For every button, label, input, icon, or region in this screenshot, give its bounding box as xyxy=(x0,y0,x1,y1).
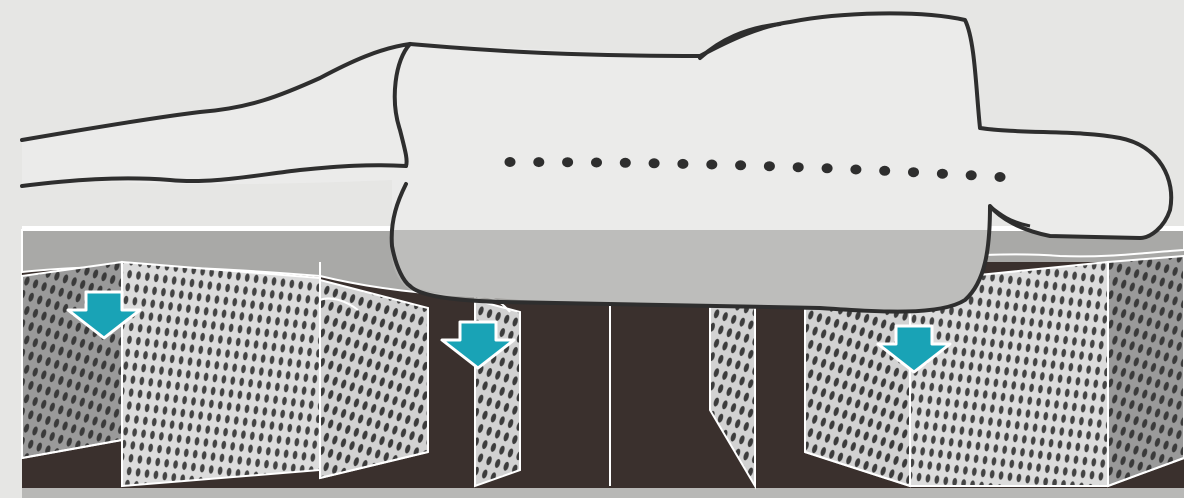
mesh-panel xyxy=(122,262,320,486)
spine-dot xyxy=(966,170,977,180)
spine-dot xyxy=(649,158,660,168)
spine-dot xyxy=(677,159,688,169)
spine-dot xyxy=(850,165,861,175)
spine-dot xyxy=(620,158,631,168)
spine-dot xyxy=(591,158,602,168)
spine-dot xyxy=(879,166,890,176)
spine-dot xyxy=(764,161,775,171)
spine-dot xyxy=(908,167,919,177)
spine-dot xyxy=(562,157,573,167)
spine-dot xyxy=(505,157,516,167)
spine-dot xyxy=(793,162,804,172)
spine-dot xyxy=(735,160,746,170)
spine-dot xyxy=(995,172,1006,182)
mattress-base xyxy=(22,488,1184,498)
spine-dot xyxy=(533,157,544,167)
spine-dot xyxy=(822,163,833,173)
spine-dot xyxy=(706,160,717,170)
mesh-panel xyxy=(1108,256,1184,486)
mesh-panel xyxy=(320,280,428,478)
spine-dot xyxy=(937,169,948,179)
